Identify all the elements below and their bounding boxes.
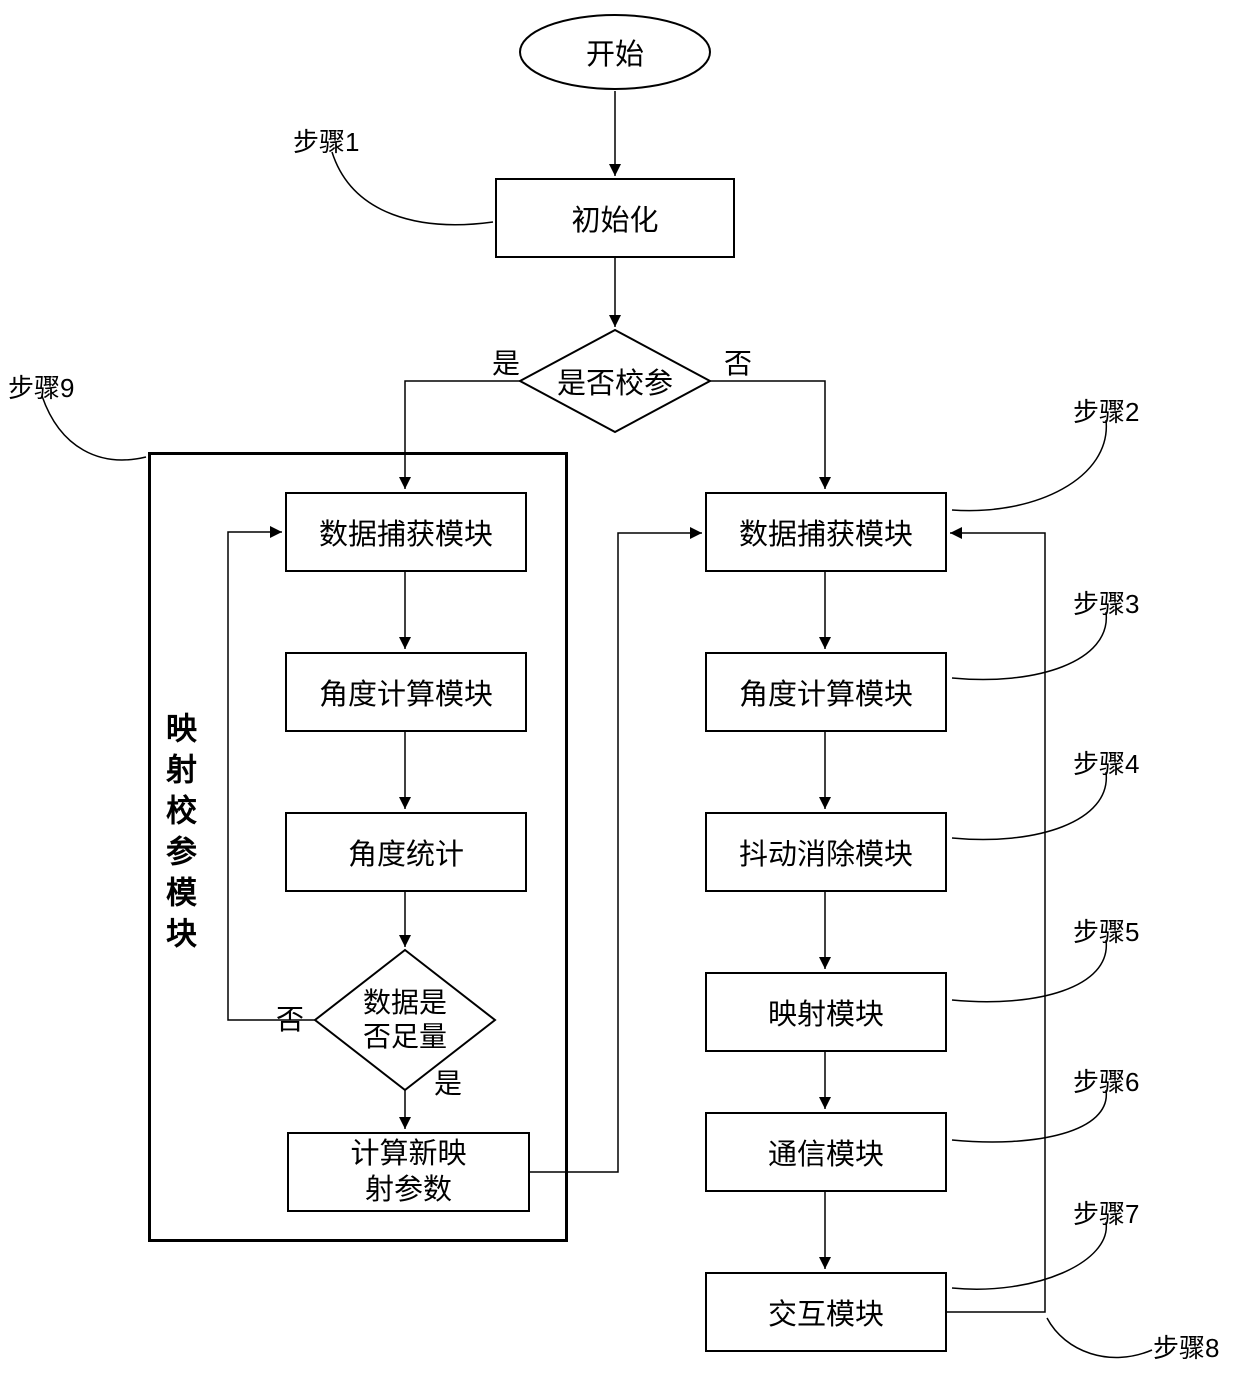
step8-label: 步骤8 bbox=[1153, 1333, 1220, 1363]
step4-label: 步骤4 bbox=[1073, 749, 1140, 779]
main-angle-calc-box: 角度计算模块 bbox=[705, 652, 947, 732]
leader-step4 bbox=[951, 771, 1107, 841]
leader-step9 bbox=[41, 395, 147, 461]
step2-label: 步骤2 bbox=[1073, 397, 1140, 427]
leader-step1 bbox=[331, 151, 494, 226]
sufficient-no-label: 否 bbox=[276, 1004, 305, 1035]
calib-compute-params-box: 计算新映 射参数 bbox=[287, 1132, 530, 1212]
connector-main-feedback-loop bbox=[947, 527, 1046, 1313]
main-interact-box: 交互模块 bbox=[705, 1272, 947, 1352]
leader-step7 bbox=[951, 1221, 1107, 1290]
step6-label: 步骤6 bbox=[1073, 1067, 1140, 1097]
data-sufficient-line2: 否足量 bbox=[362, 1021, 447, 1052]
calib-angle-calc-box: 角度计算模块 bbox=[285, 652, 527, 732]
init-box: 初始化 bbox=[495, 178, 735, 258]
calibration-module-title: 映射校参模块 bbox=[161, 712, 196, 958]
sufficient-yes-label: 是 bbox=[434, 1068, 463, 1099]
calib-capture-box: 数据捕获模块 bbox=[285, 492, 527, 572]
leader-step2 bbox=[951, 419, 1107, 512]
data-sufficient-decision-label: 数据是 否足量 bbox=[315, 950, 495, 1090]
start-terminator-label: 开始 bbox=[585, 39, 644, 71]
step9-label: 步骤9 bbox=[8, 373, 75, 403]
leader-step3 bbox=[951, 611, 1107, 681]
step3-label: 步骤3 bbox=[1073, 589, 1140, 619]
step5-label: 步骤5 bbox=[1073, 917, 1140, 947]
step7-label: 步骤7 bbox=[1073, 1199, 1140, 1229]
calib-compute-params-line2: 射参数 bbox=[364, 1174, 452, 1206]
branch-yes-label: 是 bbox=[492, 348, 521, 379]
main-jitter-box: 抖动消除模块 bbox=[705, 812, 947, 892]
leader-step8 bbox=[1046, 1317, 1153, 1359]
main-capture-box: 数据捕获模块 bbox=[705, 492, 947, 572]
main-comm-box: 通信模块 bbox=[705, 1112, 947, 1192]
leader-step5 bbox=[951, 939, 1107, 1003]
main-mapping-box: 映射模块 bbox=[705, 972, 947, 1052]
calib-compute-params-line1: 计算新映 bbox=[350, 1138, 467, 1170]
calib-decision-label: 是否校参 bbox=[556, 368, 673, 400]
data-sufficient-line1: 数据是 bbox=[362, 987, 447, 1018]
step1-label: 步骤1 bbox=[293, 127, 360, 157]
branch-no-label: 否 bbox=[724, 348, 753, 379]
calib-angle-stat-box: 角度统计 bbox=[285, 812, 527, 892]
connector-no-branch bbox=[709, 380, 831, 489]
